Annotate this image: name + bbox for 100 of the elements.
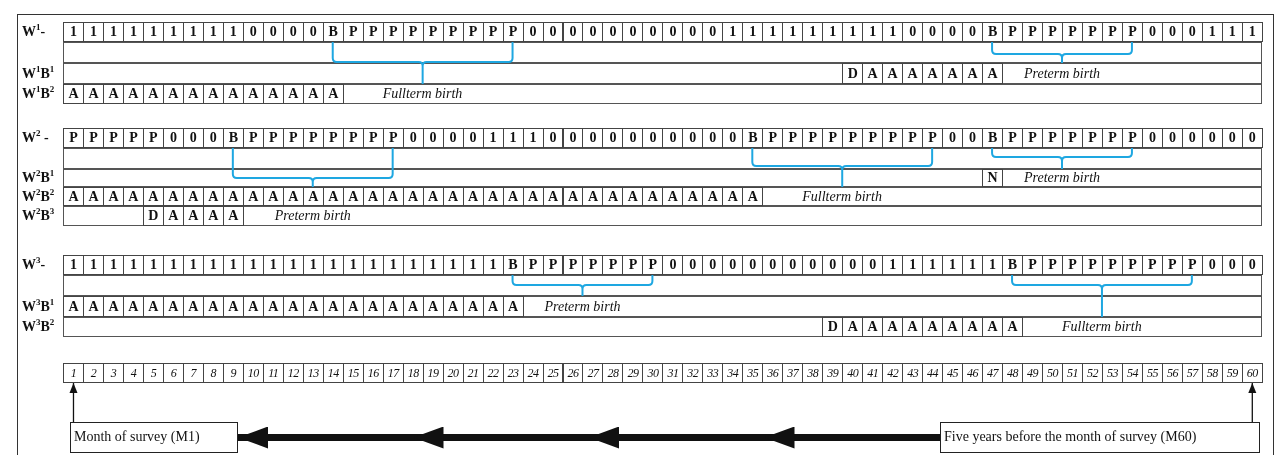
code-cell: 0 (1241, 255, 1263, 275)
code-cell: A (162, 296, 184, 317)
code-cell: 0 (402, 128, 424, 148)
month-number: 8 (202, 363, 224, 383)
code-cell: 0 (942, 22, 964, 42)
code-cell: A (302, 84, 324, 104)
code-cell: P (1002, 22, 1023, 42)
month-number: 23 (502, 363, 524, 383)
row-label: W$^{3}$B$^{2}$ (22, 318, 55, 336)
code-cell: A (82, 187, 104, 206)
code-cell: 1 (222, 22, 244, 42)
code-cell: 0 (622, 128, 644, 148)
code-cell: 1 (502, 128, 524, 148)
code-cell: A (842, 317, 864, 337)
birth-note: Preterm birth (274, 207, 351, 225)
code-cell: A (242, 84, 264, 104)
month-number: 9 (222, 363, 244, 383)
code-cell: A (362, 296, 384, 317)
month-number: 27 (582, 363, 604, 383)
code-cell: 0 (782, 255, 804, 275)
code-cell: A (442, 187, 464, 206)
code-cell: A (162, 187, 184, 206)
code-cell: A (502, 296, 524, 317)
code-cell: A (982, 317, 1004, 337)
code-cell: P (382, 22, 404, 42)
month-number: 22 (482, 363, 504, 383)
month-number: 51 (1062, 363, 1083, 383)
month-number: 30 (642, 363, 664, 383)
code-cell: P (882, 128, 904, 148)
code-cell: P (282, 128, 304, 148)
code-cell: 0 (1221, 255, 1243, 275)
code-cell: 1 (882, 255, 904, 275)
code-cell: A (222, 84, 244, 104)
code-cell: 1 (142, 255, 164, 275)
code-cell: 1 (142, 22, 164, 42)
code-cell: 1 (862, 22, 884, 42)
code-cell: P (1002, 128, 1023, 148)
code-cell: A (862, 63, 884, 84)
code-cell: A (682, 187, 704, 206)
code-cell: 0 (622, 22, 644, 42)
code-cell: 0 (602, 22, 624, 42)
code-cell: P (362, 22, 384, 42)
code-cell: P (142, 128, 164, 148)
code-cell: 1 (522, 128, 544, 148)
code-cell: A (282, 296, 304, 317)
row-label: W$^{1}$B$^{2}$ (22, 85, 55, 103)
code-cell: A (242, 296, 264, 317)
code-cell: 0 (662, 22, 684, 42)
month-number: 29 (622, 363, 644, 383)
month-number: 57 (1181, 363, 1203, 383)
code-cell: P (462, 22, 484, 42)
code-cell: A (382, 296, 404, 317)
code-cell: A (222, 187, 244, 206)
code-cell: B (502, 255, 524, 275)
code-cell: A (982, 63, 1004, 84)
month-number: 34 (722, 363, 744, 383)
month-number: 56 (1161, 363, 1183, 383)
month-number: 15 (342, 363, 364, 383)
code-cell: 1 (802, 22, 824, 42)
month-number: 55 (1141, 363, 1163, 383)
code-cell: A (102, 84, 124, 104)
row-label: W$^{2}$B$^{3}$ (22, 207, 55, 225)
code-cell: 1 (102, 255, 124, 275)
code-cell: A (182, 296, 204, 317)
code-cell: A (902, 63, 924, 84)
code-cell: 1 (122, 22, 144, 42)
month-number: 3 (102, 363, 124, 383)
code-cell: 0 (642, 22, 664, 42)
row-label: W$^{2}$B$^{2}$ (22, 187, 55, 206)
code-cell: 0 (702, 255, 724, 275)
code-cell: 1 (782, 22, 804, 42)
code-cell: 1 (762, 22, 784, 42)
month-number: 18 (402, 363, 424, 383)
code-cell: 1 (63, 22, 84, 42)
month-number: 50 (1042, 363, 1063, 383)
code-cell: B (1002, 255, 1023, 275)
code-cell: P (302, 128, 324, 148)
month-number: 11 (262, 363, 284, 383)
month-number: 43 (902, 363, 924, 383)
row-label: W$^{3}$B$^{1}$ (22, 297, 55, 316)
code-cell: 1 (162, 255, 184, 275)
code-cell: N (982, 169, 1004, 187)
code-cell: A (422, 296, 444, 317)
month-number: 49 (1022, 363, 1043, 383)
month-number: 47 (982, 363, 1004, 383)
code-cell: A (222, 206, 244, 226)
code-cell: 0 (962, 128, 984, 148)
code-cell: 1 (822, 22, 844, 42)
code-cell: 1 (82, 255, 104, 275)
month-number: 19 (422, 363, 444, 383)
code-cell: 1 (122, 255, 144, 275)
code-cell: A (322, 84, 344, 104)
code-cell: 1 (82, 22, 104, 42)
code-cell: P (1022, 22, 1043, 42)
code-cell: A (882, 317, 904, 337)
code-cell: 0 (662, 128, 684, 148)
code-cell: 0 (922, 22, 944, 42)
code-cell: 0 (962, 22, 984, 42)
code-cell: A (642, 187, 664, 206)
code-cell: 0 (542, 128, 564, 148)
